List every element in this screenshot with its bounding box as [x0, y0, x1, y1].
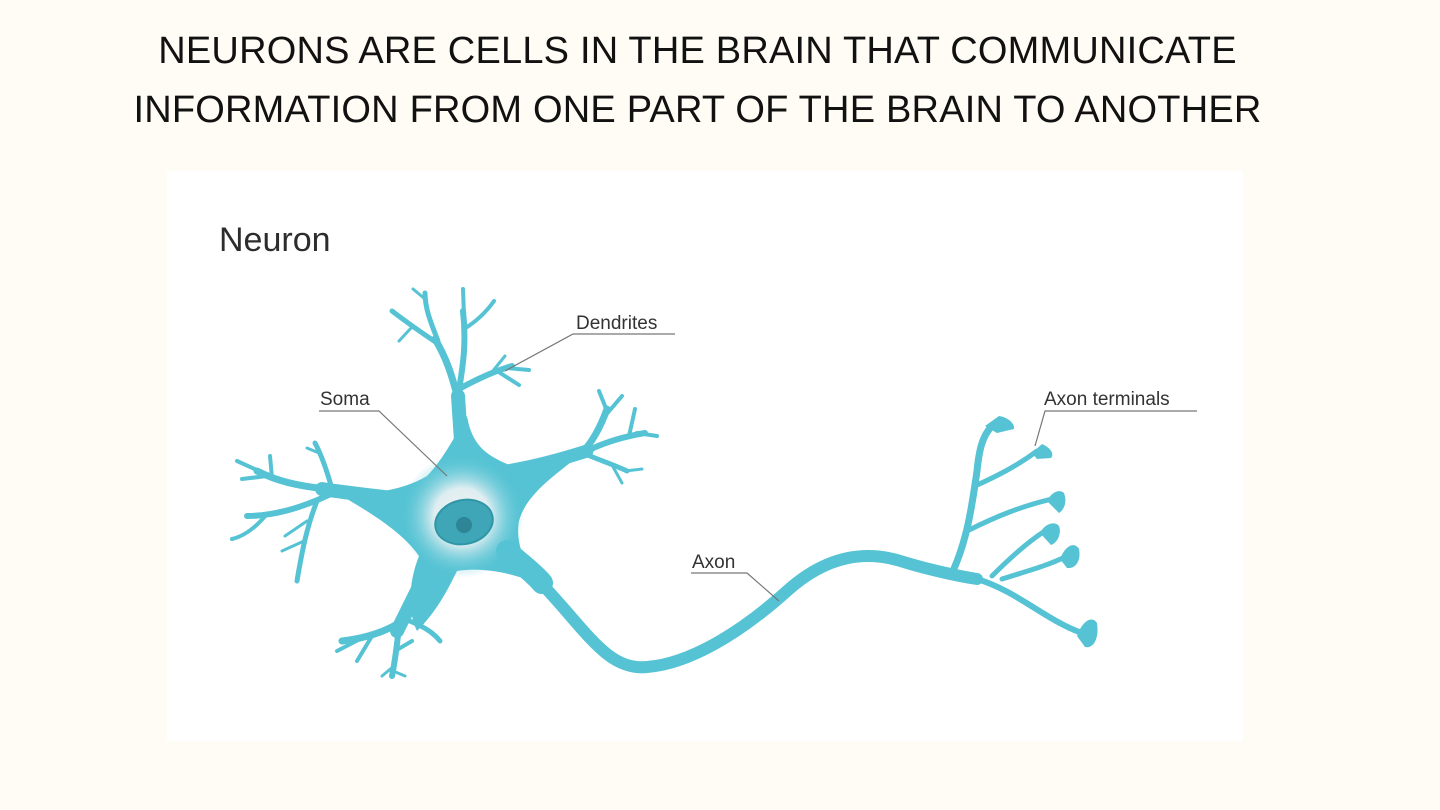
axon-terminals-label: Axon terminals: [1044, 389, 1170, 410]
axon-terminals: [948, 416, 1098, 648]
axon-leader-line: [691, 572, 780, 602]
nucleolus: [456, 517, 472, 533]
neuron-figure: Neuron: [167, 171, 1243, 741]
diagram-title: Neuron: [219, 221, 331, 259]
dendrites-label: Dendrites: [576, 313, 657, 334]
neuron-diagram: Neuron: [219, 221, 1197, 679]
slide-heading-line-1: NEURONS ARE CELLS IN THE BRAIN THAT COMM…: [158, 30, 1237, 72]
soma-leader-line: [319, 410, 448, 477]
soma-label: Soma: [320, 389, 370, 410]
slide-heading-line-2: INFORMATION FROM ONE PART OF THE BRAIN T…: [133, 89, 1262, 131]
axon-label: Axon: [692, 552, 735, 573]
axon-terminals-leader-line: [1034, 410, 1197, 447]
dendrites-leader-line: [504, 333, 675, 372]
